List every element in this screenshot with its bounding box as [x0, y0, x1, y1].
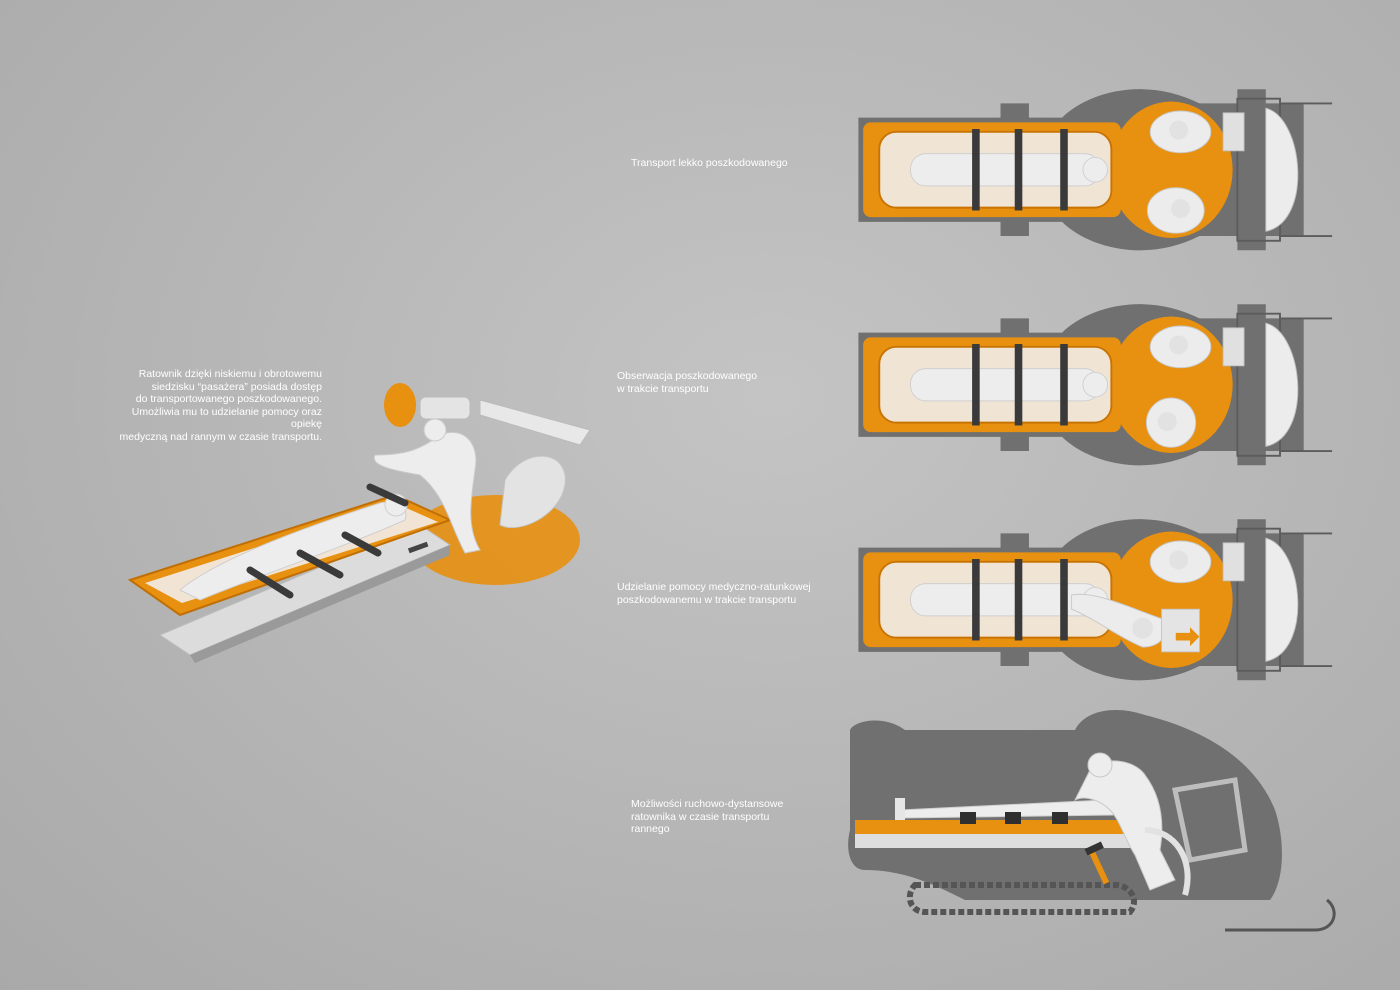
rescuer-figure: [373, 432, 481, 554]
plan-view-transport: [857, 88, 1334, 252]
axe-icon: [407, 541, 429, 554]
stretcher-side: [855, 820, 1135, 834]
front-fairing: [479, 399, 591, 446]
rescuer-side-figure: [1073, 760, 1176, 891]
passenger-seat: [499, 455, 566, 529]
rescuer-head: [423, 418, 447, 442]
stretcher-straps: [246, 483, 409, 599]
passenger-rescuer-figure-turned: [1133, 397, 1197, 448]
plan-view-medical-aid: [857, 518, 1334, 682]
rescuer-side-head: [1087, 752, 1113, 778]
rescuer-seat-frame: [1172, 777, 1248, 863]
plan-view-observation: [857, 303, 1334, 467]
caption-patient-observation: Obserwacja poszkodowanego w trakcie tran…: [617, 370, 758, 395]
driver-seat: [384, 383, 416, 427]
side-view-rescuer-mobility: [848, 710, 1336, 932]
caption-medical-aid: Udzielanie pomocy medyczno-ratunkowej po…: [617, 581, 811, 606]
caption-light-injury-transport: Transport lekko poszkodowanego: [631, 157, 788, 169]
snowmobile-ski: [1225, 898, 1336, 932]
dashboard: [419, 396, 471, 420]
snowmobile-track: [906, 882, 1137, 915]
axe-icon: [1084, 841, 1110, 885]
caption-rescuer-mobility: Możliwości ruchowo-dystansowe ratownika …: [631, 798, 784, 835]
main-description: Ratownik dzięki niskiemu i obrotowemu si…: [119, 368, 322, 443]
rescuer-leaning-figure: [1071, 593, 1200, 653]
stretcher-perspective-render: [127, 383, 591, 663]
passenger-rescuer-figure: [1146, 187, 1205, 234]
